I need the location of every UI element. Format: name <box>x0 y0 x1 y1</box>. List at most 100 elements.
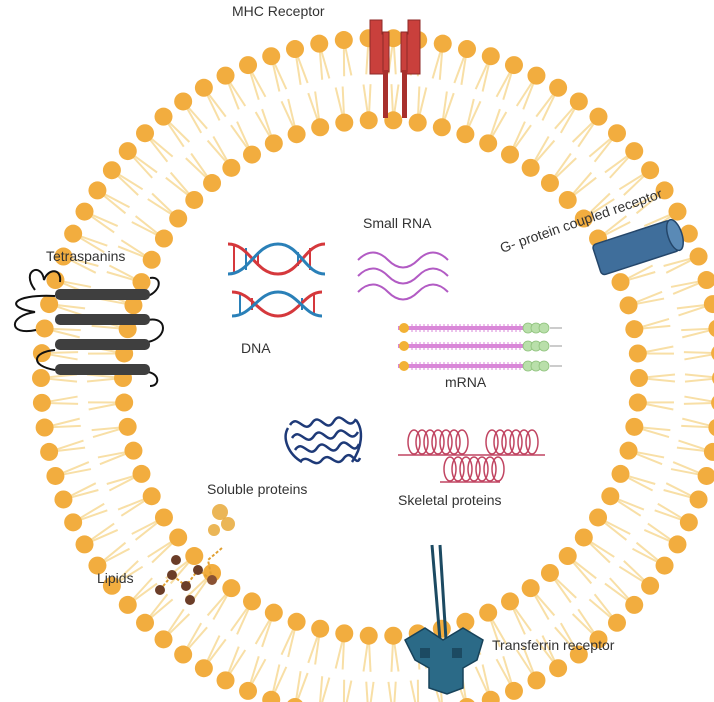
lipid-tail <box>684 377 714 383</box>
lipid-head <box>222 579 241 598</box>
lipid-head <box>216 66 235 85</box>
lipid-head <box>504 56 523 75</box>
skeletal-coil <box>439 429 453 455</box>
skeletal-coil <box>415 429 429 455</box>
skeletal-coil <box>509 429 523 455</box>
soluble-protein-coil <box>284 416 363 465</box>
lipid-head <box>118 417 137 436</box>
skeletal-coil <box>501 429 515 455</box>
skeletal-coil <box>447 429 461 455</box>
skeletal-protein-filaments <box>398 429 545 483</box>
skeletal-coil <box>443 456 457 482</box>
lipid-head <box>630 369 648 387</box>
lipid-head <box>433 34 452 53</box>
lipid-head <box>574 528 593 547</box>
lipid-tail <box>683 351 714 355</box>
lipid-head <box>655 181 674 200</box>
lipid-head <box>54 247 73 266</box>
lipid-head <box>703 442 714 461</box>
lipid-head <box>481 47 500 66</box>
lipid-head <box>88 181 107 200</box>
lipid-head <box>689 490 708 509</box>
lipid-head <box>589 630 608 649</box>
lipid-head <box>697 466 714 485</box>
skeletal-coil <box>423 429 437 455</box>
skeletal-coil <box>525 429 539 455</box>
lipid-head <box>185 190 204 209</box>
tetraspanins-label: Tetraspanins <box>46 248 125 264</box>
lipid-head <box>40 295 59 314</box>
lipid-head <box>194 78 213 97</box>
mhc-receptor <box>369 19 421 118</box>
lipid-head <box>311 118 330 137</box>
lipid-head <box>359 111 378 130</box>
transferrin-receptor <box>404 544 484 695</box>
lipid-head <box>527 66 546 85</box>
mrna-polya <box>538 340 550 352</box>
lipid-head <box>611 273 630 292</box>
lipid-tail <box>365 681 369 702</box>
skeletal-coil <box>475 456 489 482</box>
skeletal-coil <box>459 456 473 482</box>
lipid-head <box>459 697 475 702</box>
lipid-tail <box>684 373 714 379</box>
lipid-head <box>203 563 222 582</box>
lipid-head <box>32 393 51 412</box>
lipid-tail <box>393 681 397 702</box>
lipid-head <box>456 612 475 631</box>
skeletal-coil <box>455 429 469 455</box>
lipid-head <box>479 134 498 153</box>
lipid-head <box>154 107 173 126</box>
mrna-cap <box>399 341 409 351</box>
lipid-head <box>287 697 303 702</box>
lipid-head <box>264 134 283 153</box>
skeletal-coil <box>407 429 421 455</box>
mrna-strands <box>398 322 562 372</box>
lipid-head <box>589 107 608 126</box>
lipid-head <box>540 174 559 193</box>
lipid-head <box>75 535 94 554</box>
dna-label: DNA <box>241 340 271 356</box>
lipid-head <box>703 295 714 314</box>
lipid-head <box>569 645 588 664</box>
mhc-receptor-label: MHC Receptor <box>232 3 325 19</box>
lipid-head <box>286 40 305 59</box>
lipid-head <box>118 595 137 614</box>
lipid-molecule <box>155 504 235 605</box>
skeletal-coil <box>491 456 505 482</box>
lipid-head <box>64 224 83 243</box>
lipid-head <box>457 40 476 59</box>
lipid-head <box>384 626 403 645</box>
lipid-head <box>334 31 353 50</box>
lipid-head <box>310 34 329 53</box>
lipid-head <box>432 118 451 137</box>
lipid-head <box>359 626 378 645</box>
lipid-head <box>262 690 281 702</box>
lipid-head <box>625 417 644 436</box>
lipid-tail <box>683 401 714 405</box>
skeletal-coil <box>485 429 499 455</box>
lipid-head <box>611 464 630 483</box>
lipid-head <box>504 681 523 700</box>
lipid-head <box>243 145 261 164</box>
mrna-cap <box>399 361 409 371</box>
lipid-head <box>711 346 714 360</box>
lipid-head <box>549 659 568 678</box>
lipid-head <box>655 556 674 575</box>
lipid-head <box>194 659 213 678</box>
lipid-head <box>216 671 235 690</box>
lipid-head <box>239 681 258 700</box>
lipid-head <box>628 393 647 412</box>
lipid-tail <box>345 680 353 702</box>
small-rna-strands <box>357 251 449 301</box>
skeletal-coil <box>431 429 445 455</box>
lipid-head <box>569 92 588 111</box>
lipid-head <box>124 296 143 315</box>
lipid-head <box>711 396 714 410</box>
lipid-head <box>203 174 222 193</box>
lipid-head <box>481 690 500 702</box>
lipid-bilayer-heads <box>32 29 714 702</box>
lipid-head <box>335 624 354 643</box>
lipid-head <box>689 247 708 266</box>
